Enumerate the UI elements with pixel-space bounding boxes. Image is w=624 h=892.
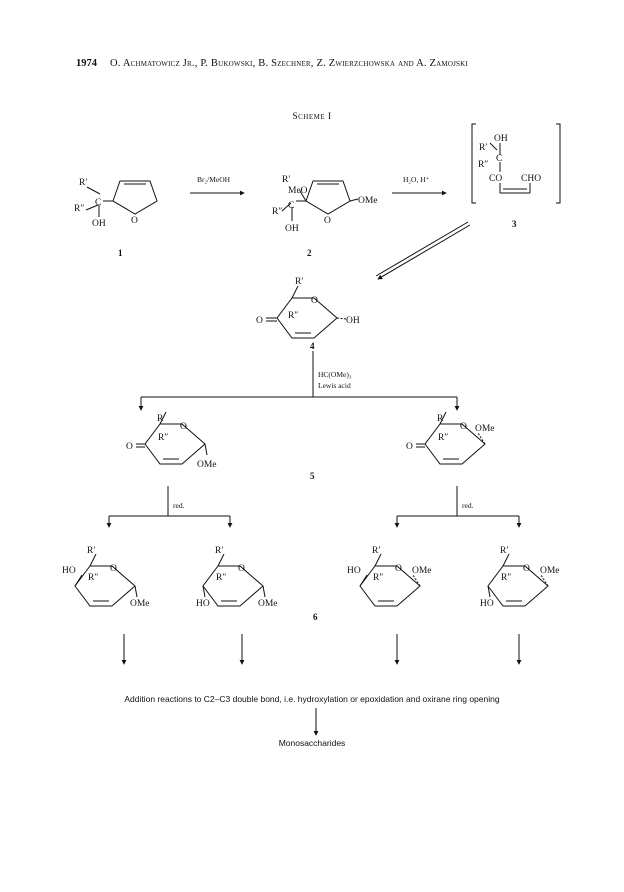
c6b-ho: HO xyxy=(196,599,210,609)
c1-r2: R″ xyxy=(74,204,84,214)
c5b-ring-o: O xyxy=(460,422,467,432)
c5a-ome: OMe xyxy=(197,460,217,470)
page-number: 1974 xyxy=(76,58,97,69)
c3-r1: R′ xyxy=(479,143,487,153)
compound-1-structure xyxy=(85,180,158,217)
c6a-ome: OMe xyxy=(130,599,150,609)
c3-cho: CHO xyxy=(521,174,541,184)
compound-5a-structure xyxy=(136,411,208,465)
compound-3-structure xyxy=(471,123,561,204)
c3-carbon: C xyxy=(496,154,502,164)
c6d-ring-o: O xyxy=(523,564,530,574)
c4-r1: R′ xyxy=(295,277,303,287)
c3-oh: OH xyxy=(494,134,508,144)
compound-4-structure xyxy=(266,285,347,339)
c3-co: CO xyxy=(489,174,502,184)
c6d-ome: OMe xyxy=(540,566,560,576)
reagent-red-left: red. xyxy=(173,501,185,510)
c2-r1: R′ xyxy=(282,175,290,185)
c6b-ome: OMe xyxy=(258,599,278,609)
c5a-r1: R′ xyxy=(157,414,165,424)
c1-ring-o: O xyxy=(131,216,138,226)
c6b-r1: R′ xyxy=(215,546,223,556)
compound-label-4: 4 xyxy=(310,341,315,351)
c2-ome: OMe xyxy=(358,196,378,206)
c6c-ome: OMe xyxy=(412,566,432,576)
c5b-ome: OMe xyxy=(475,424,495,434)
c6a-ring-o: O xyxy=(110,564,117,574)
c5a-keto-o: O xyxy=(126,442,133,452)
c3-r2: R″ xyxy=(478,160,488,170)
c4-ring-o: O xyxy=(311,296,318,306)
running-header-authors: O. Achmatowicz Jr., P. Bukowski, B. Szec… xyxy=(110,58,468,69)
c4-keto-o: O xyxy=(256,316,263,326)
compound-6d-structure xyxy=(487,553,549,607)
c2-carbon: C xyxy=(288,201,294,211)
c5b-r2: R″ xyxy=(438,433,448,443)
monosaccharides-text: Monosaccharides xyxy=(278,738,346,748)
compound-6b-structure xyxy=(202,553,266,607)
compound-6a-structure xyxy=(74,553,138,607)
c2-ring-o: O xyxy=(324,216,331,226)
compound-label-2: 2 xyxy=(307,248,312,258)
c6c-r2: R″ xyxy=(373,573,383,583)
compound-5b-structure xyxy=(416,411,486,465)
compound-label-5: 5 xyxy=(310,471,315,481)
c6c-ring-o: O xyxy=(395,564,402,574)
c6d-r1: R′ xyxy=(500,546,508,556)
c6d-ho: HO xyxy=(480,599,494,609)
reagent-red-right: red. xyxy=(462,501,474,510)
c1-carbon: C xyxy=(95,198,101,208)
c4-oh: OH xyxy=(346,316,360,326)
c6b-ring-o: O xyxy=(238,564,245,574)
compound-2-structure xyxy=(281,180,359,221)
c2-r2: R″ xyxy=(272,207,282,217)
c6a-r2: R″ xyxy=(88,573,98,583)
c4-r2: R″ xyxy=(288,311,298,321)
compound-6c-structure xyxy=(359,553,421,607)
reagent-hcome3: HC(OMe)₃ xyxy=(318,370,352,379)
c5a-r2: R″ xyxy=(158,433,168,443)
c1-r1: R′ xyxy=(79,178,87,188)
c5b-r1: R′ xyxy=(437,414,445,424)
c5b-keto-o: O xyxy=(406,442,413,452)
c2-oh: OH xyxy=(285,224,299,234)
reagent-lewis-acid: Lewis acid xyxy=(318,381,351,390)
c5a-ring-o: O xyxy=(180,422,187,432)
addition-reactions-text: Addition reactions to C2–C3 double bond,… xyxy=(124,694,500,704)
c6a-r1: R′ xyxy=(87,546,95,556)
compound-label-1: 1 xyxy=(118,248,123,258)
c6a-ho: HO xyxy=(62,566,76,576)
c1-oh: OH xyxy=(92,219,106,229)
c6b-r2: R″ xyxy=(216,573,226,583)
compound-label-6: 6 xyxy=(313,612,318,622)
reagent-br2-meoh: Br₂/MeOH xyxy=(197,175,231,184)
c6d-r2: R″ xyxy=(501,573,511,583)
c6c-r1: R′ xyxy=(372,546,380,556)
reagent-h2o-h: H₂O, H⁺ xyxy=(403,175,430,184)
c2-meo: MeO xyxy=(288,186,308,196)
compound-label-3: 3 xyxy=(512,219,517,229)
c6c-ho: HO xyxy=(347,566,361,576)
scheme-title: Scheme I xyxy=(292,112,332,122)
